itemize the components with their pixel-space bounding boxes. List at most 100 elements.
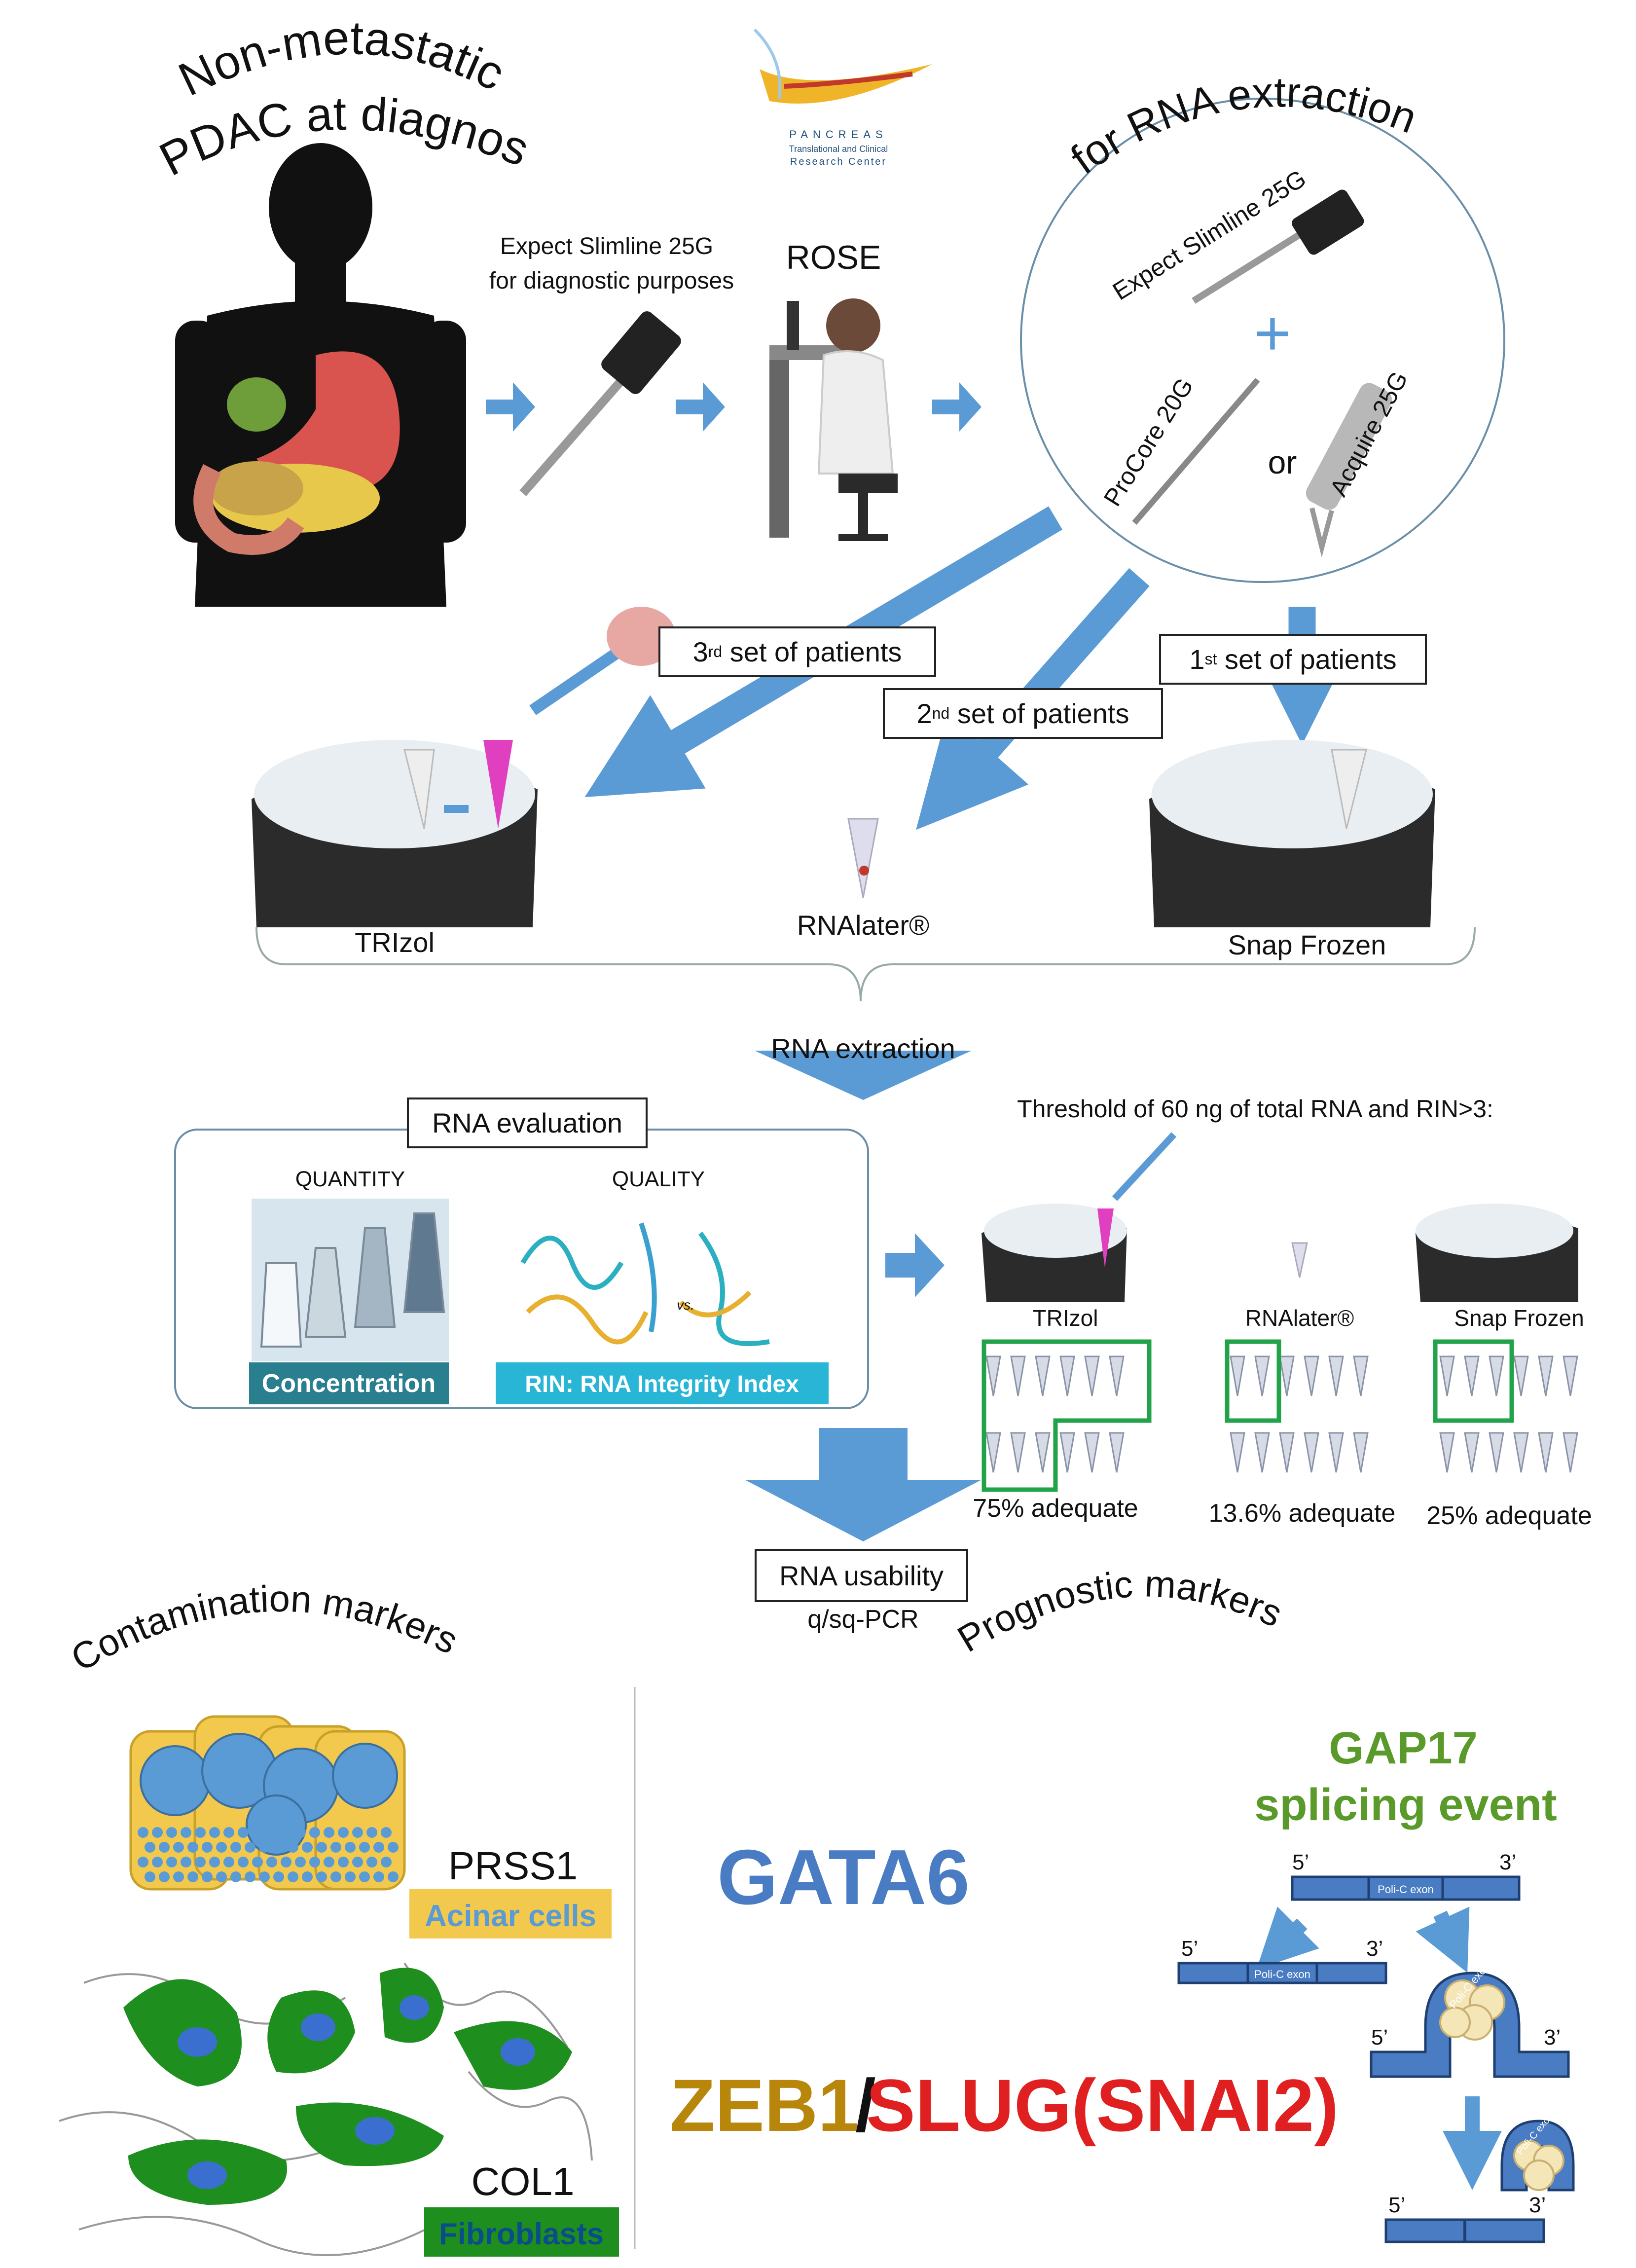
needle-image: [519, 311, 681, 496]
acinar-cells-bar: [409, 1889, 612, 1939]
quality-label: QUALITY: [612, 1167, 705, 1191]
sample-tube-icon: [1538, 1355, 1554, 1396]
circle-expect-label: Expect Slimline 25G: [1108, 164, 1310, 305]
sample-tube-icon: [1010, 1432, 1026, 1473]
logo-word: PANCREAS: [789, 128, 887, 141]
three-prime-top: 3’: [1499, 1850, 1516, 1874]
usability-method: q/sq-PCR: [807, 1605, 918, 1634]
quantity-flasks-image: [252, 1199, 449, 1361]
storage-rnalater: RNAlater®: [797, 910, 929, 941]
sample-tube-icon: [1279, 1355, 1295, 1396]
title-contamination-markers: Contamination markers: [64, 1578, 464, 1680]
quantity-label: QUANTITY: [295, 1167, 405, 1191]
slash-label: /: [855, 2064, 876, 2147]
result-trizol-adequate: 75% adequate: [973, 1494, 1138, 1523]
third-set-text: set of patients: [722, 636, 902, 667]
slug-label: SLUG(SNAI2): [866, 2064, 1339, 2147]
sample-tube-icon: [1439, 1432, 1455, 1473]
title-prognostic-markers: Prognostic markers: [950, 1563, 1288, 1660]
snap-frozen-small-bucket-image: [1416, 1204, 1578, 1302]
vs-label: vs.: [677, 1297, 694, 1313]
title-for-rna-extraction: for RNA extraction: [1062, 69, 1423, 183]
three-prime-arch: 3’: [1544, 2025, 1561, 2049]
rna-evaluation-title-box: RNA evaluation: [407, 1097, 648, 1148]
prss1-label: PRSS1: [448, 1844, 578, 1888]
gata6-label: GATA6: [717, 1834, 970, 1921]
rose-label: ROSE: [786, 239, 881, 276]
threshold-label: Threshold of 60 ng of total RNA and RIN>…: [1017, 1095, 1493, 1123]
acinar-cells-image: [129, 1715, 406, 1891]
sample-tube-icon: [1230, 1355, 1245, 1396]
sample-tube-icon: [1538, 1432, 1554, 1473]
five-prime-left: 5’: [1181, 1937, 1198, 1961]
rin-bar: [496, 1362, 829, 1404]
sample-tube-icon: [1254, 1432, 1270, 1473]
sample-tube-icon: [1513, 1355, 1529, 1396]
rna-evaluation-title: RNA evaluation: [432, 1107, 622, 1138]
circle-or-label: or: [1268, 444, 1297, 480]
pancreas-logo: PANCREAS Translational and Clinical Rese…: [753, 28, 932, 167]
three-prime-left: 3’: [1366, 1937, 1383, 1961]
sample-tube-icon: [1439, 1355, 1455, 1396]
result-snap-frozen-label: Snap Frozen: [1454, 1305, 1584, 1331]
arrow-rna-extraction: [755, 1051, 972, 1100]
adequate-box-rnalater: [1225, 1339, 1281, 1423]
concentration-label: Concentration: [262, 1369, 436, 1398]
arrow-to-rnalater: [916, 568, 1150, 830]
procore-needle-image: [1132, 378, 1260, 525]
result-trizol-label: TRIzol: [1033, 1305, 1098, 1331]
five-prime-top: 5’: [1292, 1850, 1309, 1874]
sample-tube-icon: [1489, 1432, 1504, 1473]
sample-tube-icon: [1084, 1432, 1100, 1473]
sample-tube-icon: [985, 1432, 1001, 1473]
third-set-sup: rd: [708, 643, 723, 660]
sample-tube-icon: [1464, 1432, 1480, 1473]
circle-procore-label: ProCore 20G: [1098, 373, 1199, 511]
sample-tubes-grid: [985, 1355, 1578, 1473]
sample-tube-icon: [1109, 1432, 1125, 1473]
first-set-text: set of patients: [1217, 644, 1397, 675]
gap17-line2: splicing event: [1254, 1780, 1557, 1830]
needle-options-circle: [1020, 98, 1505, 583]
fibroblasts-bar: [424, 2207, 619, 2257]
sample-tube-icon: [1489, 1355, 1504, 1396]
storage-snap-frozen: Snap Frozen: [1228, 929, 1386, 960]
rna-usability-label: RNA usability: [779, 1560, 944, 1591]
acquire-needle-image: [1306, 383, 1392, 557]
sample-tube-icon: [1059, 1432, 1075, 1473]
grouping-brace: [255, 927, 1476, 1002]
result-snap-frozen-adequate: 25% adequate: [1426, 1501, 1592, 1530]
splicing-diagram: [1177, 1875, 1575, 2243]
rin-label: RIN: RNA Integrity Index: [525, 1371, 799, 1397]
sample-tube-icon: [1304, 1432, 1319, 1473]
logo-sub2: Research Center: [790, 156, 887, 167]
expect-needle-image: [1192, 189, 1364, 304]
arrow-needle-to-rose: [676, 382, 725, 432]
sample-tube-icon: [985, 1355, 1001, 1396]
fibroblasts-image: [59, 1962, 593, 2256]
rna-extraction-label: RNA extraction: [771, 1033, 955, 1064]
sample-tube-icon: [1328, 1355, 1344, 1396]
plus-sign: +: [1254, 297, 1291, 369]
exon-label-left: Poli-C exon: [1254, 1968, 1310, 1980]
sample-tube-icon: [1328, 1432, 1344, 1473]
second-set-text: set of patients: [949, 698, 1129, 729]
concentration-bar: [249, 1362, 449, 1404]
trizol-ice-bucket-image: [252, 607, 676, 927]
sample-tube-icon: [1084, 1355, 1100, 1396]
arrow-rose-to-circle: [932, 382, 982, 432]
rose-microscope-image: [769, 298, 898, 541]
needle-diag-line1: Expect Slimline 25G: [500, 233, 713, 259]
sample-tube-icon: [1059, 1355, 1075, 1396]
five-prime-bottom: 5’: [1388, 2193, 1405, 2217]
sample-tube-icon: [1513, 1432, 1529, 1473]
second-set-sup: nd: [932, 704, 950, 722]
arrow-patient-to-needle: [486, 382, 535, 432]
sample-tube-icon: [1353, 1432, 1369, 1473]
arrow-to-usability: [745, 1428, 982, 1541]
second-set-num: 2: [916, 698, 932, 729]
